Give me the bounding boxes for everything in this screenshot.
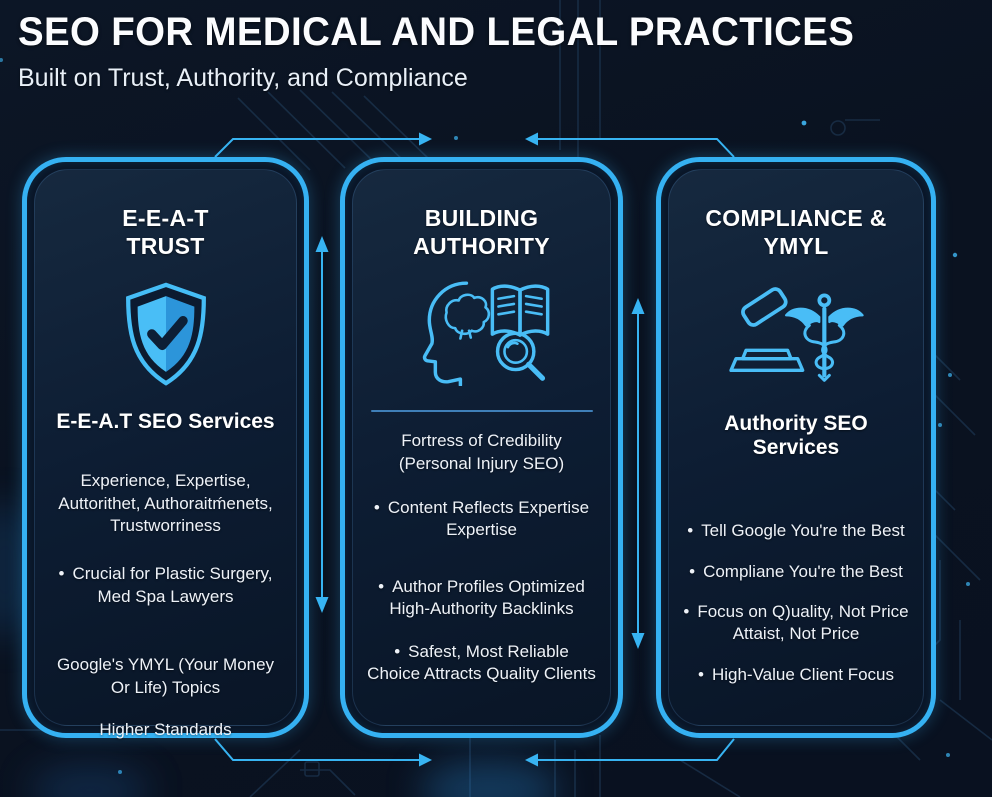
bullet-marker: • <box>687 521 694 541</box>
glow-bottom-left <box>30 765 150 797</box>
arrowhead-down-icon <box>631 633 645 649</box>
card-heading: E-E-A-T TRUST <box>122 205 209 260</box>
top-left-connector <box>214 138 419 158</box>
divider-line <box>370 410 593 413</box>
card-subheading: Authority SEO Services <box>724 412 868 460</box>
card-heading: BUILDING AUTHORITY <box>413 205 550 260</box>
card-subheading: E-E-A.T SEO Services <box>56 410 275 434</box>
bullet-marker: • <box>378 576 385 596</box>
list-item: •Crucial for Plastic Surgery, Med Spa La… <box>58 564 273 606</box>
bullet-marker: • <box>394 641 401 661</box>
arrowhead-right-icon <box>419 132 432 146</box>
list-item: •Focus on Q)uality, Not Price Attaist, N… <box>683 601 909 644</box>
header: SEO FOR MEDICAL AND LEGAL PRACTICES Buil… <box>18 10 958 93</box>
list-item: Experience, Expertise, Auttorithet, Auth… <box>58 471 273 535</box>
gavel-caduceus-icon <box>716 282 876 382</box>
arrowhead-right-icon <box>419 753 432 767</box>
list-item: Higher Standards <box>99 720 232 740</box>
arrowhead-up-icon <box>631 298 645 314</box>
arrowhead-left-icon <box>525 132 538 146</box>
list-item: Google's YMYL (Your Money Or Life) Topic… <box>56 655 275 697</box>
bottom-right-connector <box>538 738 735 761</box>
list-item: •Author Profiles Optimized High-Authorit… <box>378 576 585 619</box>
list-item: •Tell Google You're the Best <box>687 521 905 541</box>
card-eeat-trust: E-E-A-T TRUST E-E-A.T SEO Services Exper… <box>22 157 309 740</box>
bullet-marker: • <box>689 561 696 581</box>
card-compliance-ymyl: COMPLIANCE & YMYL <box>656 157 936 738</box>
bullet-marker: • <box>698 664 704 684</box>
card-building-authority: BUILDING AUTHORITY Fortress of <box>340 157 623 738</box>
list-item: Fortress of Credibility (Personal Injury… <box>398 431 565 473</box>
head-knowledge-search-icon <box>407 278 557 387</box>
top-right-connector <box>538 138 735 158</box>
list-item: •Compliane You're the Best <box>689 561 903 581</box>
page-subtitle: Built on Trust, Authority, and Complianc… <box>18 64 468 92</box>
shield-check-icon <box>114 282 218 386</box>
bottom-left-connector <box>214 738 419 761</box>
bullet-marker: • <box>683 601 690 621</box>
bullet-marker: • <box>373 497 380 517</box>
list-item: •Safest, Most Reliable Choice Attracts Q… <box>367 641 596 684</box>
page-title: SEO FOR MEDICAL AND LEGAL PRACTICES <box>18 10 855 54</box>
arrowhead-down-icon <box>315 597 329 613</box>
list-item: •Content Reflects Expertise Expertise <box>373 497 590 540</box>
bullet-marker: • <box>58 564 65 584</box>
list-item: •High-Value Client Focus <box>698 664 894 684</box>
glow-bottom-center <box>420 760 560 797</box>
arrowhead-up-icon <box>315 236 329 252</box>
card-heading: COMPLIANCE & YMYL <box>705 205 887 260</box>
